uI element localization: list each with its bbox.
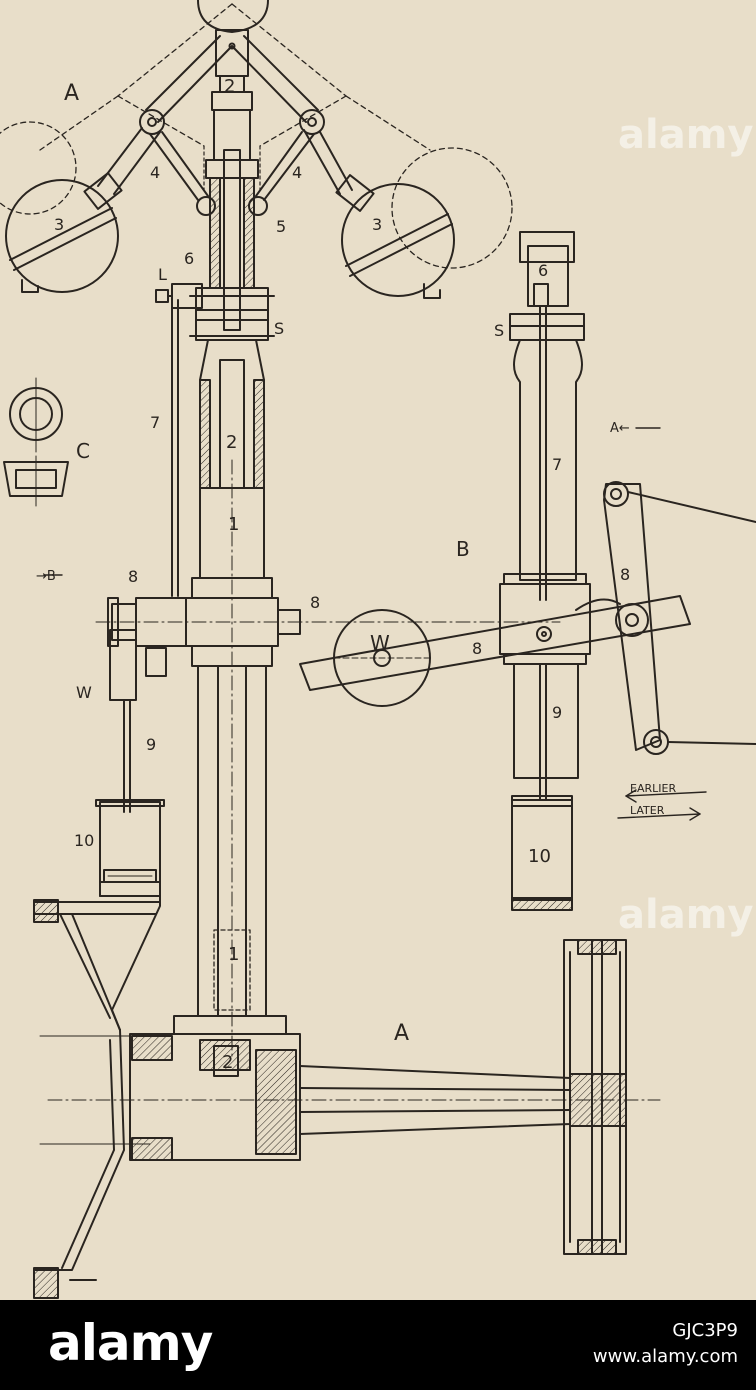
label-w-left: W — [76, 683, 92, 702]
label-7-left: 7 — [150, 413, 160, 432]
label-8-a: 8 — [128, 567, 138, 586]
footer-logo: alamy — [48, 1314, 213, 1372]
label-a-bottom: A — [394, 1021, 409, 1046]
governor-arms — [83, 35, 375, 216]
label-b: B — [456, 537, 470, 561]
label-s-right: S — [494, 321, 504, 340]
label-a-top: A — [64, 81, 79, 106]
label-10-right: 10 — [528, 846, 551, 867]
label-6-right: 6 — [538, 261, 548, 280]
label-l: L — [158, 265, 167, 284]
dashed-arm-positions — [0, 3, 513, 269]
label-later: LATER — [630, 804, 665, 817]
label-4-left: 4 — [150, 163, 160, 182]
label-8-d: 8 — [620, 565, 630, 584]
label-3-right: 3 — [372, 215, 382, 234]
label-3-left: 3 — [54, 215, 64, 234]
base-casting — [33, 895, 661, 1299]
lever-collar — [155, 283, 203, 597]
site-url: www.alamy.com — [592, 1346, 738, 1367]
label-2-top: 2 — [224, 76, 235, 97]
governor-balls — [5, 179, 455, 299]
label-1-lower: 1 — [228, 944, 239, 965]
label-b-arrow: →B — [36, 569, 56, 584]
label-6-left: 6 — [184, 249, 194, 268]
label-10-left: 10 — [74, 831, 94, 850]
label-w-center: W — [370, 631, 390, 655]
label-1-upper: 1 — [228, 514, 239, 535]
label-earlier: EARLIER — [630, 782, 676, 795]
view-b-column — [43, 231, 756, 911]
label-5: 5 — [276, 217, 286, 236]
label-9-left: 9 — [146, 735, 156, 754]
diagram-canvas: A A A← →B B C L S S W W 1 1 2 2 2 3 3 4 … — [0, 0, 756, 1300]
dashpot-left — [95, 799, 165, 897]
label-2-mid: 2 — [226, 432, 237, 453]
label-2-bottom: 2 — [222, 1052, 233, 1073]
label-s-left: S — [274, 319, 284, 338]
watermark-layer: alamy alamy — [618, 112, 753, 938]
watermark-2: alamy — [618, 892, 753, 938]
footer-image-info: GJC3P9 www.alamy.com — [593, 1318, 738, 1370]
main-column — [185, 459, 279, 1061]
diagram-labels: A A A← →B B C L S S W W 1 1 2 2 2 3 3 4 … — [36, 76, 676, 1073]
view-c-ring — [3, 377, 69, 507]
label-4-right: 4 — [292, 163, 302, 182]
label-c: C — [76, 439, 90, 463]
cross-shaft — [95, 597, 561, 813]
label-8-b: 8 — [310, 593, 320, 612]
spindle-upper — [189, 109, 275, 489]
governor-diagram: A A A← →B B C L S S W W 1 1 2 2 2 3 3 4 … — [0, 0, 756, 1299]
label-9-right: 9 — [552, 703, 562, 722]
footer-bar: alamy GJC3P9 www.alamy.com — [0, 1300, 756, 1390]
watermark-1: alamy — [618, 112, 753, 158]
image-id: GJC3P9 — [672, 1320, 738, 1341]
label-8-c: 8 — [472, 639, 482, 658]
label-7-right: 7 — [552, 455, 562, 474]
label-a-arrow: A← — [610, 421, 630, 436]
